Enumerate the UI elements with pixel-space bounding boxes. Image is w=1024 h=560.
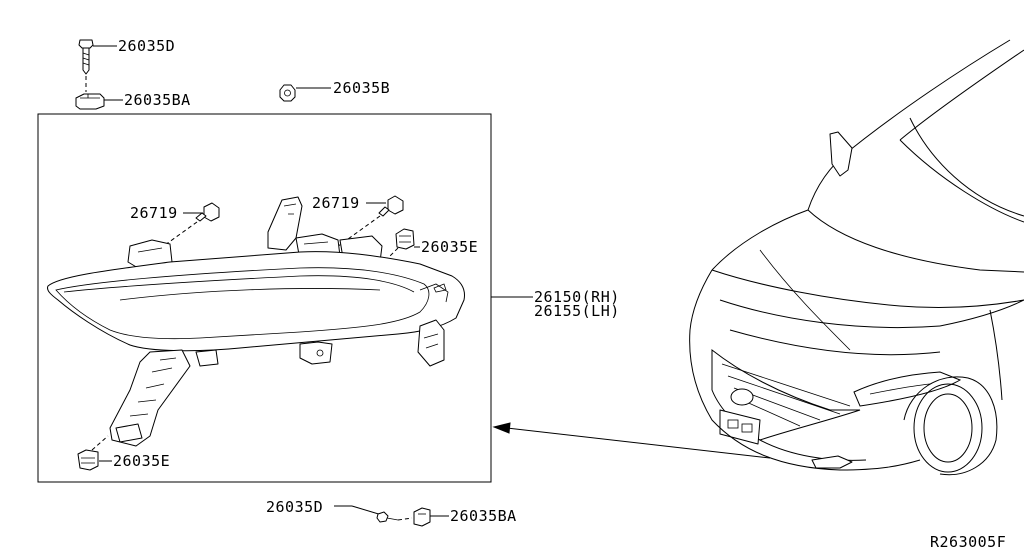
clip-26035ba-bottom xyxy=(413,507,449,527)
label-26035ba-bottom: 26035BA xyxy=(450,507,517,525)
grommet-26035e-bottom xyxy=(77,449,112,471)
label-26150-rh: 26150(RH) xyxy=(534,288,620,306)
dash-26035e-bottom xyxy=(91,435,109,451)
label-26035e-right: 26035E xyxy=(421,238,478,256)
fog-lamp-assembly xyxy=(47,196,465,447)
screw-26719-left xyxy=(195,202,220,222)
nut-26035b xyxy=(279,84,331,102)
vehicle-front-sketch xyxy=(689,39,1024,476)
dash-26719-left xyxy=(157,221,198,251)
label-26719-right: 26719 xyxy=(312,194,360,212)
label-26035ba-top: 26035BA xyxy=(124,91,191,109)
grommet-26035e-right xyxy=(395,228,420,250)
label-26719-left: 26719 xyxy=(130,204,178,222)
bolt-26035d-bottom xyxy=(376,511,399,523)
location-arrow xyxy=(492,422,771,459)
label-26155-lh: 26155(LH) xyxy=(534,302,620,320)
leader-26035d-bottom-diag xyxy=(351,505,383,516)
bolt-26035d-top xyxy=(78,39,117,75)
label-26035d-top: 26035D xyxy=(118,37,175,55)
diagram-code: R263005F xyxy=(930,533,1006,551)
label-26035b: 26035B xyxy=(333,79,390,97)
screw-26719-right xyxy=(378,195,404,217)
label-26035d-bottom: 26035D xyxy=(266,498,323,516)
dash-bolt-clip-bottom xyxy=(397,517,413,521)
assembly-frame xyxy=(37,113,492,483)
label-26035e-bottom: 26035E xyxy=(113,452,170,470)
clip-26035ba-top xyxy=(75,93,123,110)
